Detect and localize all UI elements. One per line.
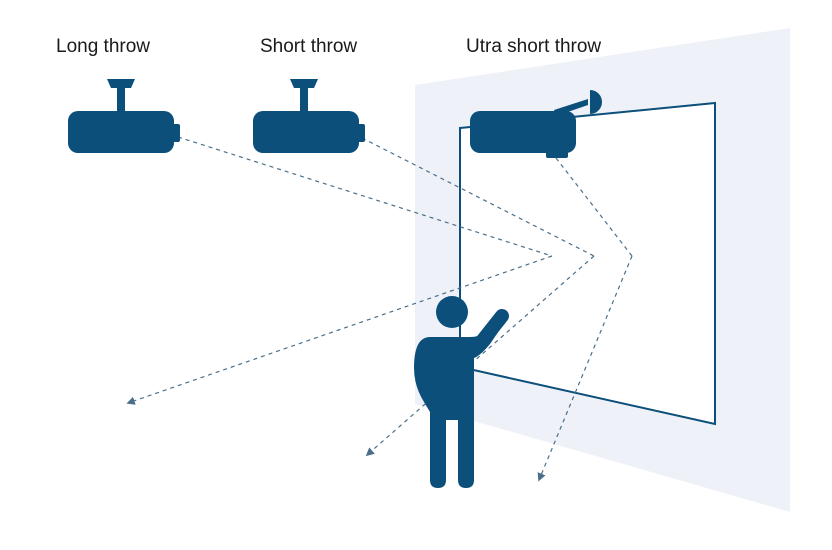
person-pointing-icon [414,296,509,488]
short-throw-label: Short throw [260,36,358,57]
ultra-short-throw-label: Utra short throw [466,36,602,57]
ultra-short-throw-projector-icon [470,90,602,158]
short-throw-projector-icon [253,79,365,153]
ultra-short-throw-beams [537,157,633,482]
long-throw-projector-icon [68,79,180,153]
long-throw-label: Long throw [56,36,151,57]
long-throw-beams [126,136,553,405]
short-throw-beams [361,137,595,457]
